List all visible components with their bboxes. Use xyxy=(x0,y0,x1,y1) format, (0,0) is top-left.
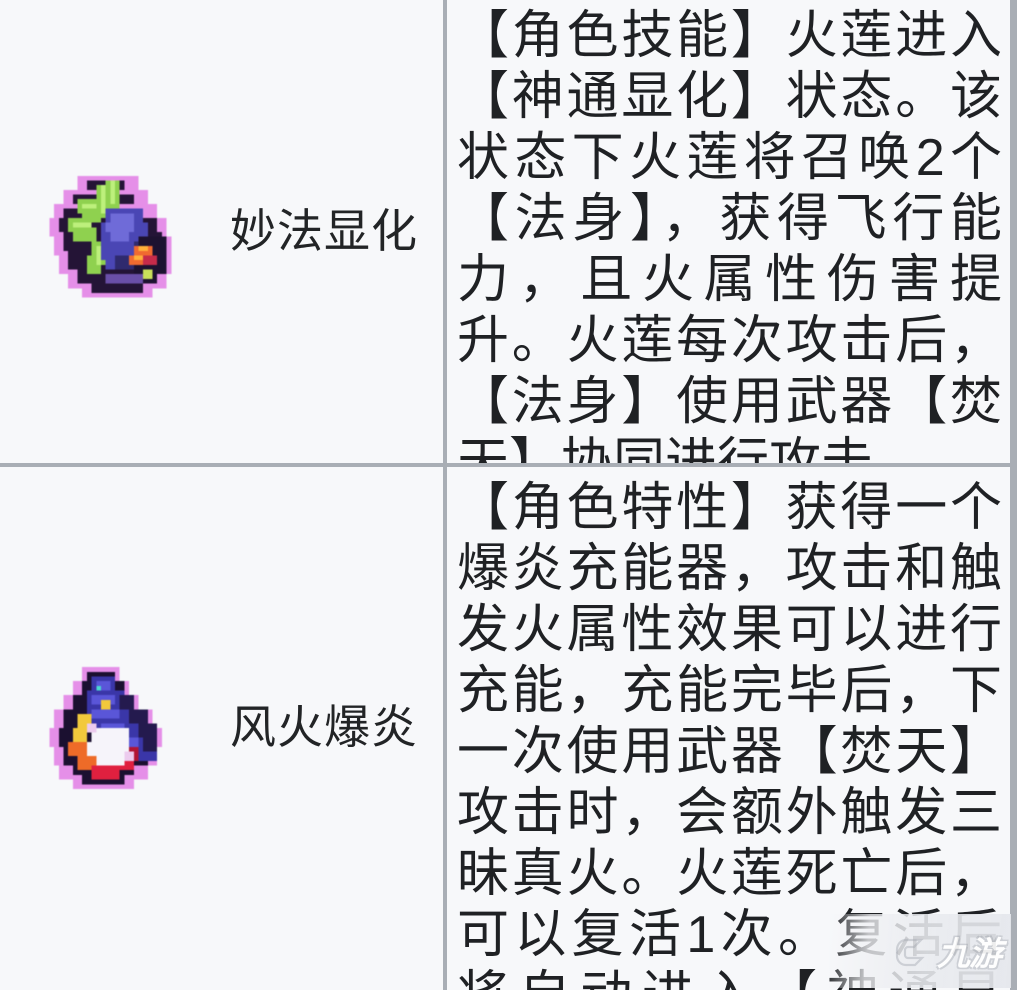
table-row: 妙法显化 【角色技能】火莲进入【神通显化】状态。该状态下火莲将召唤2个【法身】，… xyxy=(0,0,1010,463)
skill-name: 妙法显化 xyxy=(230,204,418,257)
skill-identity-cell: 妙法显化 xyxy=(0,0,447,463)
skill-description: 【角色技能】火莲进入【神通显化】状态。该状态下火莲将召唤2个【法身】，获得飞行能… xyxy=(457,7,1002,463)
skill-description: 【角色特性】获得一个爆炎充能器，攻击和触发火属性效果可以进行充能，充能完毕后，下… xyxy=(457,479,1002,990)
table-row: 风火爆炎 【角色特性】获得一个爆炎充能器，攻击和触发火属性效果可以进行充能，充能… xyxy=(0,466,1010,990)
skill-icon-fenghuobaoyan xyxy=(40,653,190,803)
skill-icon-cell xyxy=(0,653,230,803)
row-divider xyxy=(0,463,1010,467)
skill-name: 风火爆炎 xyxy=(230,701,418,754)
skill-description-cell: 【角色特性】获得一个爆炎充能器，攻击和触发火属性效果可以进行充能，充能完毕后，下… xyxy=(447,466,1010,990)
skill-icon-miaofaxianhua xyxy=(40,157,190,307)
skill-description-cell: 【角色技能】火莲进入【神通显化】状态。该状态下火莲将召唤2个【法身】，获得飞行能… xyxy=(447,0,1010,463)
skill-identity-cell: 风火爆炎 xyxy=(0,466,447,990)
skill-icon-cell xyxy=(0,157,230,307)
